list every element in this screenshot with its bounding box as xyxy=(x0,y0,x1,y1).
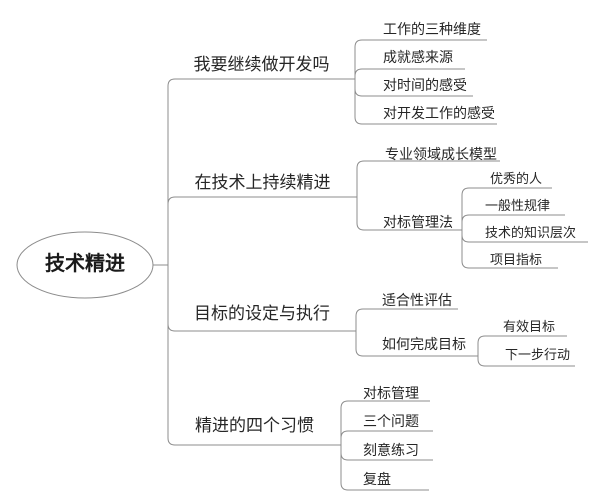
branch4-child4-connector xyxy=(340,445,429,491)
branch4-child2-connector xyxy=(340,430,433,445)
node-four-habits-of-improvement[interactable]: 精进的四个习惯 xyxy=(195,416,314,435)
branch2-connector xyxy=(167,196,357,265)
node-benchmark-management-method[interactable]: 对标管理法 xyxy=(383,214,453,230)
node-project-metrics[interactable]: 项目指标 xyxy=(490,252,543,267)
benchmark-child2-connector xyxy=(461,214,565,230)
node-root-tech-improvement[interactable]: 技术精进 xyxy=(45,253,125,275)
node-feeling-of-dev-work[interactable]: 对开发工作的感受 xyxy=(383,105,495,121)
branch1-child2-connector xyxy=(354,68,465,79)
node-feeling-of-time[interactable]: 对时间的感受 xyxy=(383,77,467,93)
goals-child2-connector xyxy=(477,356,575,367)
branch2-child1-connector xyxy=(356,160,500,197)
branch3-child2-connector xyxy=(355,331,478,357)
node-deliberate-practice[interactable]: 刻意练习 xyxy=(363,442,419,458)
node-professional-growth-model[interactable]: 专业领域成长模型 xyxy=(385,146,497,162)
goals-child1-connector xyxy=(477,335,567,356)
node-effective-goals[interactable]: 有效目标 xyxy=(503,319,556,334)
node-suitability-assessment[interactable]: 适合性评估 xyxy=(382,292,452,308)
benchmark-child4-connector xyxy=(461,230,558,269)
benchmark-child1-connector xyxy=(461,187,552,230)
node-next-step-action[interactable]: 下一步行动 xyxy=(505,347,571,362)
node-sense-of-achievement-source[interactable]: 成就感来源 xyxy=(383,49,453,65)
branch3-child1-connector xyxy=(355,308,458,331)
node-benchmark-management[interactable]: 对标管理 xyxy=(363,385,419,401)
node-excellent-people[interactable]: 优秀的人 xyxy=(490,171,543,186)
node-should-i-continue-dev[interactable]: 我要继续做开发吗 xyxy=(193,55,330,74)
branch1-child4-connector xyxy=(354,79,497,125)
node-general-rules[interactable]: 一般性规律 xyxy=(485,198,551,213)
node-continuous-tech-improvement[interactable]: 在技术上持续精进 xyxy=(194,173,331,192)
node-how-to-complete-goals[interactable]: 如何完成目标 xyxy=(382,336,466,352)
branch1-child1-connector xyxy=(354,39,487,79)
branch2-child2-connector xyxy=(356,197,462,231)
node-three-dimensions-of-work[interactable]: 工作的三种维度 xyxy=(383,21,481,37)
branch4-connector xyxy=(167,265,341,446)
node-review-replay[interactable]: 复盘 xyxy=(363,471,391,487)
branch4-child1-connector xyxy=(340,400,430,445)
node-three-questions[interactable]: 三个问题 xyxy=(363,413,419,429)
node-goal-setting-execution[interactable]: 目标的设定与执行 xyxy=(194,304,330,323)
branch1-connector xyxy=(167,78,355,265)
node-tech-knowledge-levels[interactable]: 技术的知识层次 xyxy=(485,225,577,240)
